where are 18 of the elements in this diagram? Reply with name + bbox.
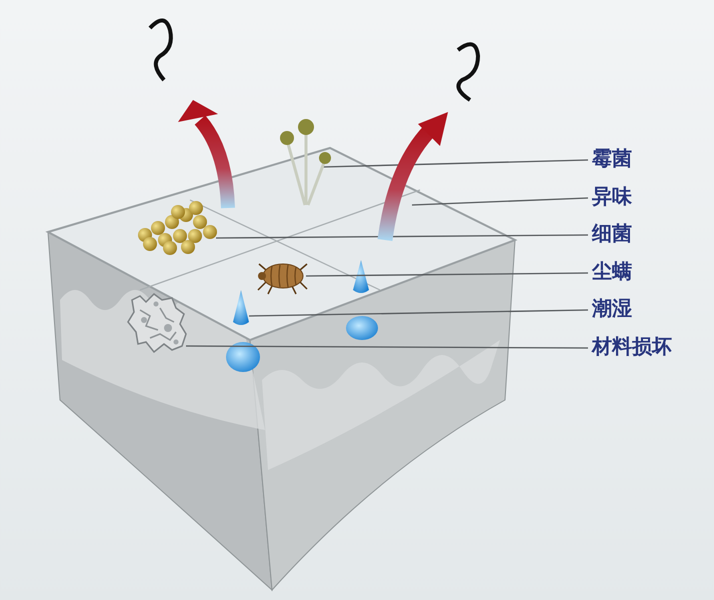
callout-label: 霉菌	[592, 145, 632, 171]
water-drop-icon	[233, 290, 249, 325]
callout-label: 潮湿	[592, 295, 632, 321]
callout-label: 尘螨	[592, 258, 632, 284]
leader-line	[322, 159, 588, 168]
leader-line	[248, 309, 588, 317]
leader-line	[186, 345, 588, 349]
leader-line	[412, 197, 588, 206]
leader-line	[306, 272, 588, 277]
mold-drawing	[280, 119, 331, 206]
damaged-hole-drawing	[127, 293, 187, 354]
vapor-arrow	[378, 112, 448, 242]
leader-line	[216, 234, 588, 239]
bacteria-drawing	[138, 201, 217, 255]
dust-mite-drawing	[257, 263, 308, 295]
callout-label: 细菌	[592, 220, 632, 246]
callout-label: 异味	[592, 183, 632, 209]
callout-label: 材料损坏	[592, 333, 672, 359]
